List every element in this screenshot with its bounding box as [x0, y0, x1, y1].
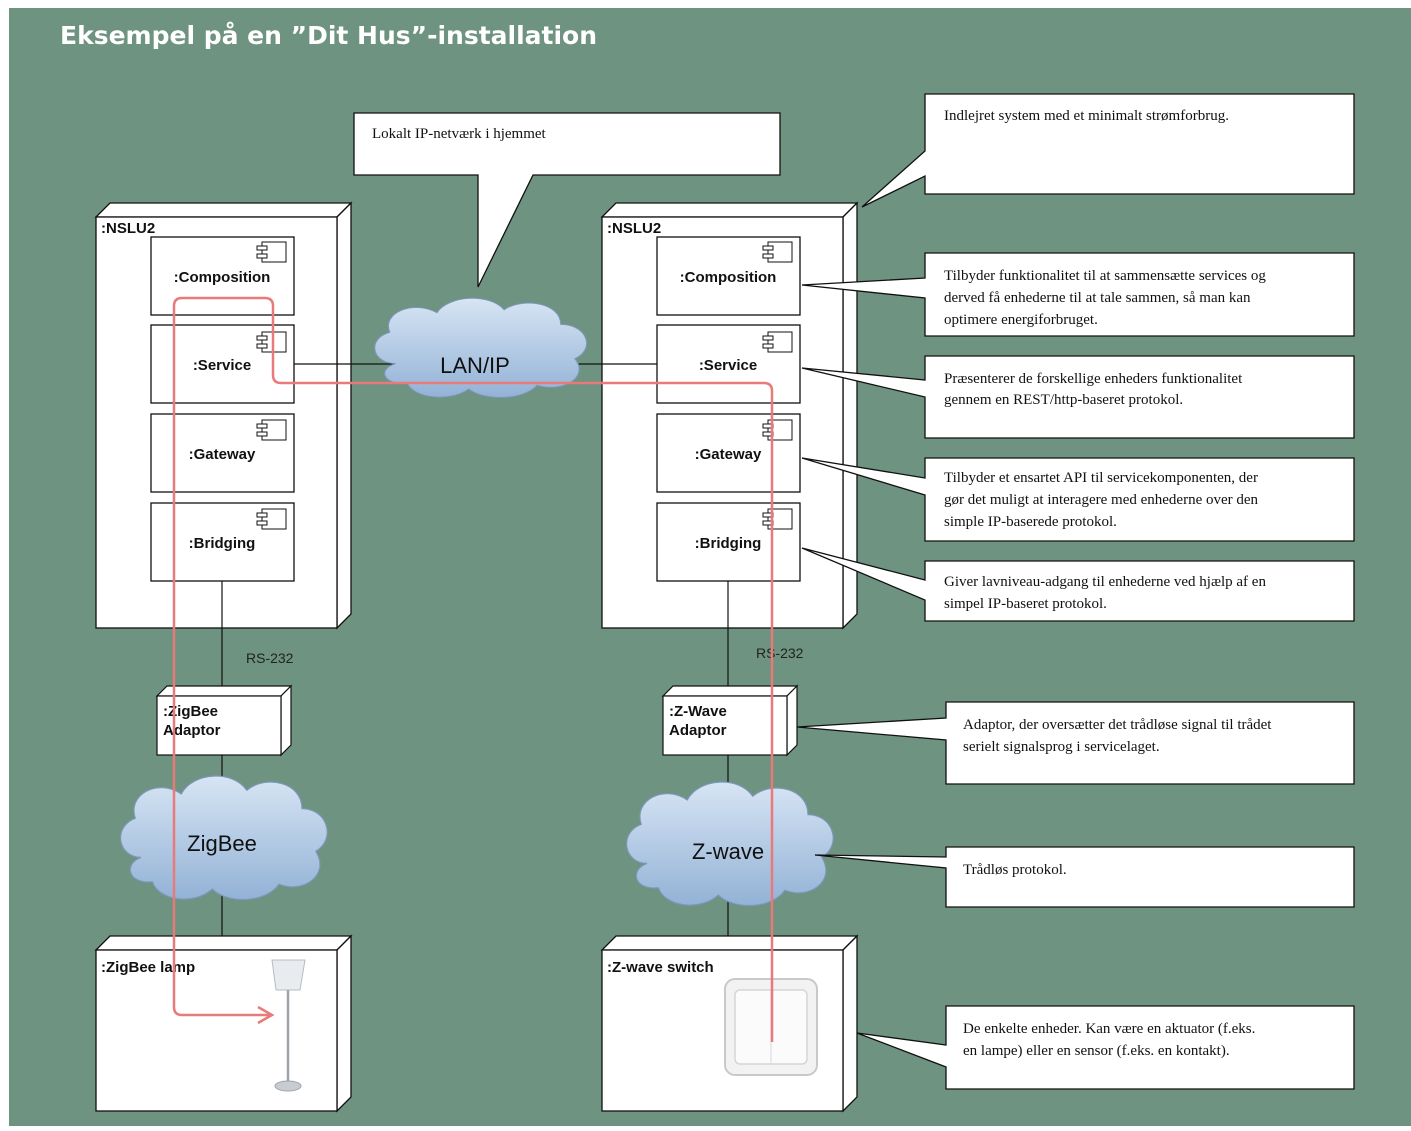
left-gateway-component: :Gateway	[150, 413, 295, 493]
zigbee-adaptor-label-line2: Adaptor	[163, 722, 221, 739]
right-service-component: :Service	[656, 324, 801, 404]
zwave-adaptor-label-line1: :Z-Wave	[669, 703, 727, 720]
service-note-line2: gennem en REST/http-baseret protokol.	[944, 392, 1183, 408]
gateway-note-line1: Tilbyder et ensartet API til servicekomp…	[944, 470, 1258, 486]
adaptor-note-line2: serielt signalsprog i servicelaget.	[963, 739, 1160, 755]
right-node-label: :NSLU2	[607, 220, 661, 237]
service-callout	[801, 355, 1355, 439]
devices-note-line1: De enkelte enheder. Kan være en aktuator…	[963, 1021, 1255, 1037]
right-gateway-component: :Gateway	[656, 413, 801, 493]
right-composition-component: :Composition	[656, 236, 801, 316]
composition-callout	[801, 252, 1355, 337]
zwave-adaptor-node: :Z-Wave Adaptor	[661, 684, 799, 757]
bridging-note-line2: simpel IP-baseret protokol.	[944, 596, 1107, 612]
right-gateway-label: :Gateway	[695, 446, 762, 463]
zigbee-lamp-label: :ZigBee lamp	[101, 959, 195, 976]
lan-callout	[353, 112, 781, 288]
right-rs232-label: RS-232	[756, 645, 804, 661]
embedded-callout	[861, 93, 1355, 208]
bridging-callout	[801, 547, 1355, 622]
left-service-label: :Service	[193, 357, 251, 374]
bridging-note-line1: Giver lavniveau-adgang til enhederne ved…	[944, 574, 1266, 590]
left-composition-component: :Composition	[150, 236, 295, 316]
zwave-switch-label: :Z-wave switch	[607, 959, 714, 976]
zigbee-lamp-node: :ZigBee lamp	[94, 934, 353, 1113]
left-rs232-label: RS-232	[246, 650, 294, 666]
zigbee-cloud-label: ZigBee	[187, 831, 257, 856]
left-bridging-label: :Bridging	[189, 535, 256, 552]
zwave-adaptor-label-line2: Adaptor	[669, 722, 727, 739]
composition-note-line3: optimere energiforbruget.	[944, 312, 1098, 328]
service-note-line1: Præsenterer de forskellige enheders funk…	[944, 371, 1243, 387]
lan-callout-text: Lokalt IP-netværk i hjemmet	[372, 126, 547, 142]
flow-arrowhead	[257, 1005, 275, 1025]
right-bridging-label: :Bridging	[695, 535, 762, 552]
page-title: Eksempel på en ”Dit Hus”-installation	[60, 21, 597, 50]
left-node-label: :NSLU2	[101, 220, 155, 237]
gateway-note-line3: simple IP-baserede protokol.	[944, 514, 1117, 530]
right-bridging-component: :Bridging	[656, 502, 801, 582]
devices-note-line2: en lampe) eller en sensor (f.eks. en kon…	[963, 1043, 1230, 1059]
zigbee-adaptor-node: :ZigBee Adaptor	[155, 684, 293, 757]
right-service-label: :Service	[699, 357, 757, 374]
zwave-cloud-label: Z-wave	[692, 839, 764, 864]
adaptor-callout	[796, 701, 1355, 785]
floor-lamp-icon	[271, 959, 306, 1092]
embedded-note-text: Indlejret system med et minimalt strømfo…	[944, 108, 1229, 124]
zwave-switch-node: :Z-wave switch	[600, 934, 859, 1113]
gateway-note-line2: gør det muligt at interagere med enheder…	[944, 492, 1259, 508]
left-bridging-component: :Bridging	[150, 502, 295, 582]
adaptor-note-line1: Adaptor, der oversætter det trådløse sig…	[963, 717, 1272, 733]
composition-note-line1: Tilbyder funktionalitet til at sammensæt…	[944, 268, 1266, 284]
gateway-callout	[801, 457, 1355, 542]
left-composition-label: :Composition	[174, 269, 271, 286]
right-composition-label: :Composition	[680, 269, 777, 286]
wireless-callout	[814, 846, 1355, 908]
left-gateway-label: :Gateway	[189, 446, 256, 463]
lan-cloud-label: LAN/IP	[440, 353, 510, 378]
wireless-note-text: Trådløs protokol.	[963, 862, 1067, 878]
flow-path	[172, 296, 774, 1042]
devices-callout	[856, 1005, 1355, 1090]
composition-note-line2: derved få enhederne til at tale sammen, …	[944, 290, 1251, 306]
zigbee-adaptor-label-line1: :ZigBee	[163, 703, 218, 720]
